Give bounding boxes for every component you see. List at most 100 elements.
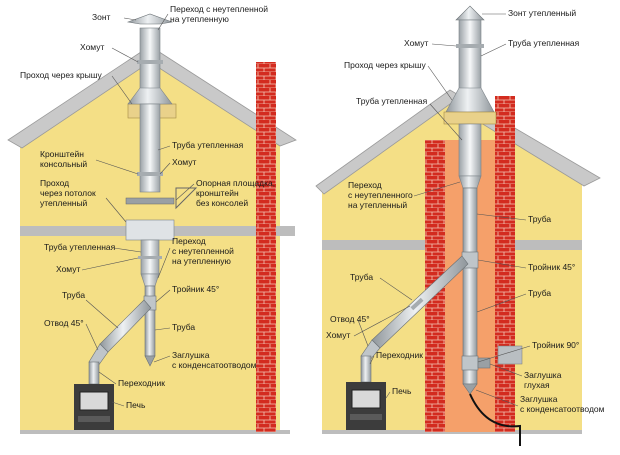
left-brick-chimney [256,62,276,432]
left-leader-truba_utep [157,145,171,151]
right-insulated-pipe [458,123,482,177]
right-label-homut_low: Хомут [326,330,350,340]
right-label-truba_utep_top: Труба утепленная [508,38,580,48]
right-label-otvod45: Отвод 45° [330,314,370,324]
left-label-homut_mid: Хомут [172,157,196,167]
right-label-perehodnik: Переходник [376,350,423,360]
right-brick-right [495,96,515,432]
left-label-perehodnik: Переходник [118,378,165,388]
left-leader-truba_right [154,327,171,331]
left-label-prohod_krysha: Проход через крышу [20,70,103,80]
left-leader-zont [123,17,137,21]
left-leader-truba_utep_low [113,247,142,253]
left-leader-otvod45 [85,323,99,351]
right-leader-truba_utep [429,103,463,141]
left-insulated-pipe [139,103,161,193]
left-leader-kronshtein [95,159,139,175]
right-roof-pass [443,111,497,125]
right-leader-truba_c [476,293,527,313]
right-roof [315,89,601,195]
right-leader-truba_utep_top [480,43,507,57]
left-bracket [175,187,198,210]
right-tee-90 [461,355,479,371]
left-label-truba_utep: Труба утепленная [172,140,244,150]
left-label-truba_utep_low: Труба утепленная [44,242,116,252]
right-leader-zaglushka_gluhaya [489,363,523,377]
left-stove-base [78,416,110,422]
right-leader-pech [385,391,391,399]
right-label-prohod_krysha: Проход через крышу [344,60,427,70]
left-condensate-plug [144,355,156,367]
left-ceiling-pass [125,219,175,241]
left-floor [20,430,290,434]
left-pipe-system [74,13,198,430]
right-condensate-drain [469,393,521,446]
left-leader-perehod_low [157,247,171,279]
left-label-troynik45: Тройник 45° [172,284,219,294]
right-umbrella [455,5,485,21]
right-pipe [462,187,478,385]
right-transition [458,175,482,189]
right-leader-troynik90 [477,345,531,363]
right-pipe-system [346,5,521,446]
right-stove-door [351,389,381,409]
left-roof-cone [127,87,173,105]
right-blank-plug [477,357,491,369]
left-adapter [88,361,100,385]
right-leader-perehodnik [369,355,375,365]
right-clamp [456,44,484,48]
left-label-otvod45: Отвод 45° [44,318,84,328]
left-label-truba: Труба [62,290,85,300]
right-label-truba_a: Труба [528,214,551,224]
right-insulated-pipe-top [458,19,482,91]
left-label-homut_low: Хомут [56,264,80,274]
left-leader-homut_top [111,47,139,63]
right-leader-truba_b [379,277,413,301]
left-clamp-low [138,256,162,259]
left-leader-truba [85,299,119,329]
left-clamp-top [137,60,163,64]
left-leader-prohod_potolok [105,197,127,223]
left-leader-pech [111,401,125,407]
left-umbrella [126,13,174,25]
right-adapter [360,355,372,383]
right-leader-perehod [413,181,461,197]
right-leader-prohod_krysha [427,65,453,101]
right-label-pech: Печь [392,386,412,396]
left-label-homut_top: Хомут [80,42,104,52]
left-leader-homut_low [81,257,139,271]
left-support-platform [125,197,175,205]
left-label-zont: Зонт [92,12,111,22]
left-label-truba_right: Труба [172,322,195,332]
left-stove-door [79,391,109,411]
right-condensate-plug [462,383,478,395]
right-leader-otvod45 [357,319,369,347]
left-leader-perehod_top [157,13,169,31]
right-label-truba_c: Труба [528,288,551,298]
right-leader-zaglushka_kond [475,389,519,407]
right-diagonal-clamp [410,297,424,311]
left-leader-zaglushka [153,355,171,363]
left-leader-perehodnik [98,371,117,385]
right-label-truba_utep: Труба утепленная [356,96,428,106]
left-clamp-mid [137,172,163,176]
right-label-zont: Зонт утепленный [508,8,576,18]
right-leader-troynik45 [477,259,527,269]
right-leader-homut [431,43,457,47]
left-leader-opornaya [175,183,195,201]
right-stove-base [350,414,382,420]
left-leader-homut_mid [159,162,171,175]
left-leader-prohod_krysha [111,75,133,105]
right-label-truba_b: Труба [350,272,373,282]
right-label-troynik45: Тройник 45° [528,262,575,272]
